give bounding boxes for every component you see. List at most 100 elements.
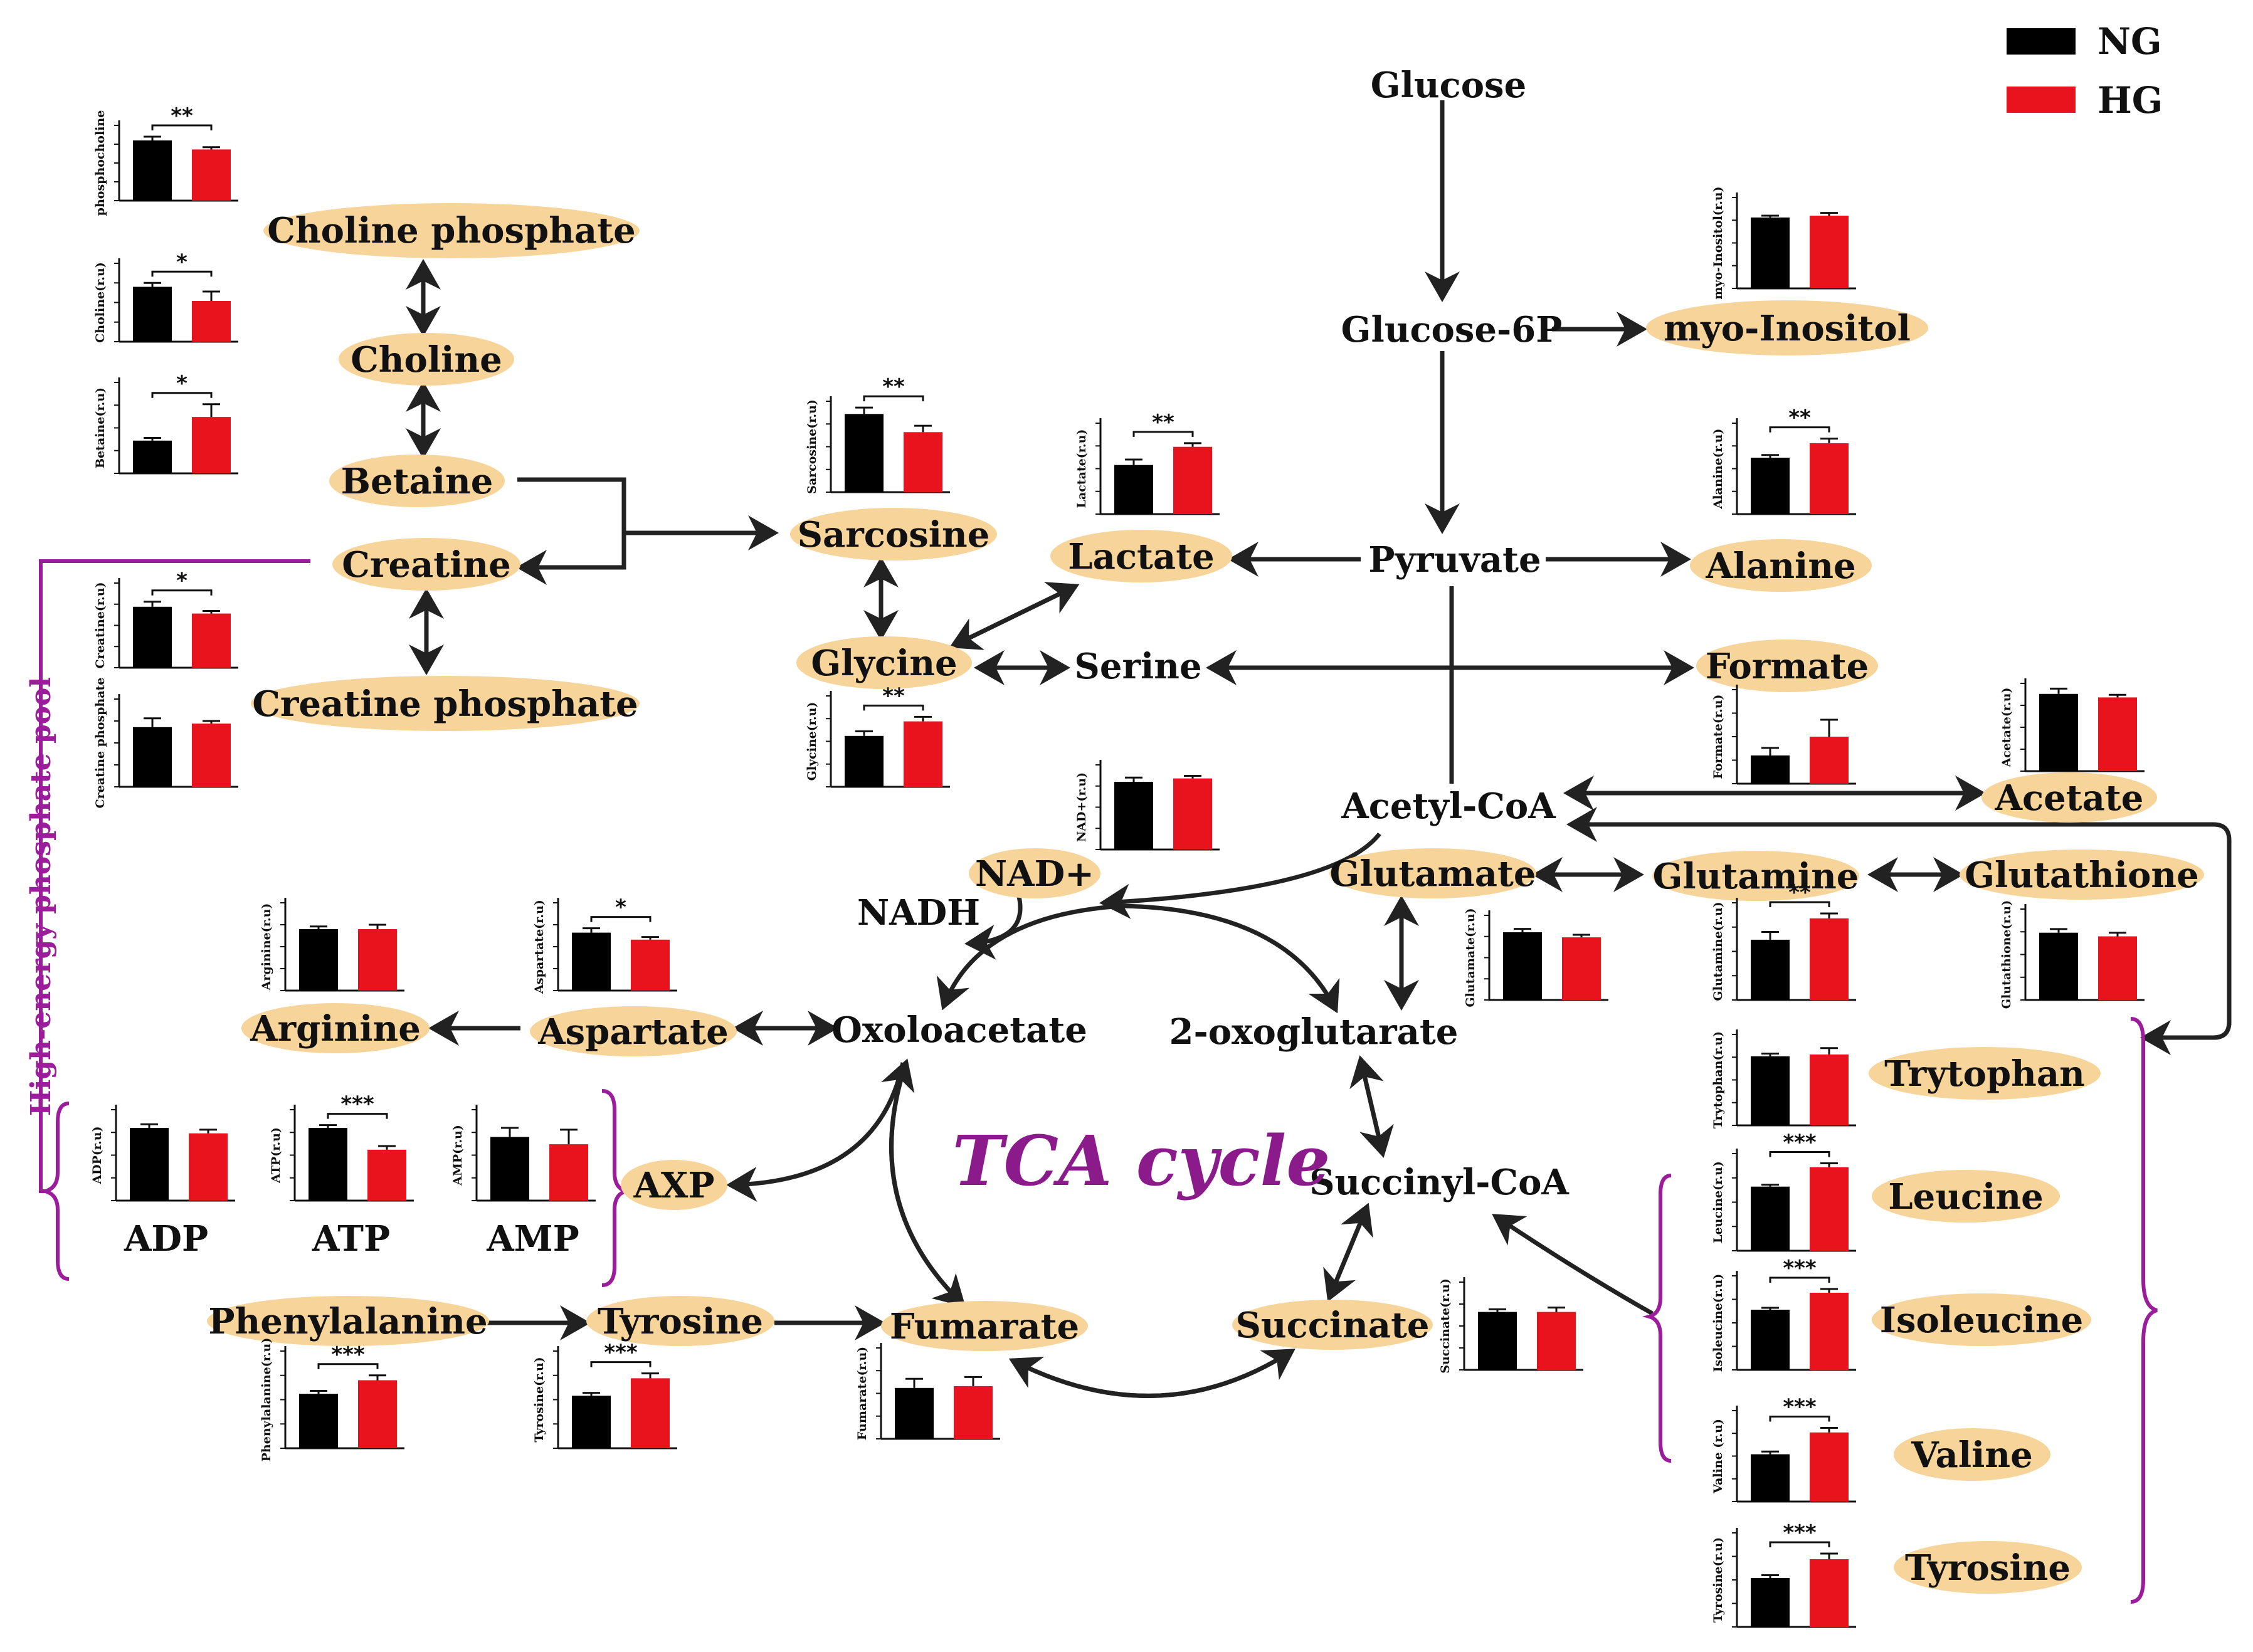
significance-bracket — [863, 704, 924, 711]
bar-ng — [299, 1394, 338, 1448]
bar-ng — [2039, 693, 2078, 771]
node-fumarate: Fumarate — [890, 1306, 1079, 1347]
significance-label: * — [176, 250, 187, 275]
y-axis-label: Glutamine(r.u) — [1711, 902, 1725, 1001]
node-phenylalanine: Phenylalanine — [208, 1301, 487, 1342]
label-serine: Serine — [1074, 646, 1201, 687]
bar-hg — [2098, 697, 2137, 771]
significance-bracket — [1769, 1416, 1830, 1422]
significance-label: ** — [1788, 880, 1811, 905]
significance-bracket — [863, 395, 924, 402]
bar-hg — [192, 613, 231, 668]
bar-hg — [904, 432, 942, 492]
chart-myo_inositol: myo-Inositol(r.u) — [1711, 186, 1856, 300]
significance-label: ** — [171, 103, 193, 129]
significance-label: ** — [1788, 406, 1811, 431]
bar-hg — [631, 1378, 670, 1448]
bar-ng — [2039, 932, 2078, 1000]
significance-label: * — [176, 569, 187, 594]
y-axis-label: Glutathione(r.u) — [2000, 900, 2013, 1009]
chart-amp: AMP(r.u) — [451, 1105, 596, 1202]
node-glutathione: Glutathione — [1965, 855, 2199, 896]
y-axis-label: Betaine(r.u) — [93, 387, 107, 468]
significance-bracket — [590, 1361, 652, 1367]
chart-phosphocholine: phosphocholine** — [93, 103, 238, 216]
node-bg-valine — [1894, 1428, 2050, 1481]
y-axis-label: Isoleucine(r.u) — [1711, 1274, 1725, 1372]
bar-charts: phosphocholine**Choline(r.u)*Betaine(r.u… — [90, 103, 2145, 1628]
bar-hg — [1810, 737, 1849, 784]
significance-bracket — [1769, 1151, 1830, 1157]
chart-sarcosine: Sarcosine(r.u)** — [805, 374, 950, 494]
node-bg-myo-inositol — [1646, 300, 1928, 355]
node-bg-nad — [969, 848, 1100, 898]
chart-fumarate: Fumarate(r.u) — [855, 1343, 1000, 1440]
chart-glycine: Glycine(r.u)** — [805, 683, 950, 788]
y-axis-label: Aspartate(r.u) — [532, 900, 546, 994]
bar-ng — [1751, 1454, 1790, 1502]
y-axis-label: Alanine(r.u) — [1711, 429, 1725, 510]
bar-ng — [133, 140, 172, 201]
bar-ng — [133, 440, 172, 473]
node-bg-creatine — [332, 538, 520, 591]
y-axis-label: AMP(r.u) — [451, 1125, 465, 1186]
bar-ng — [572, 1396, 611, 1448]
node-bg-aspartate — [530, 1006, 737, 1056]
bar-hg — [954, 1386, 993, 1439]
bar-ng — [1478, 1312, 1517, 1370]
y-axis-label: Succinate(r.u) — [1438, 1278, 1452, 1374]
y-axis-label: Creatine phosphate — [93, 678, 107, 809]
chart-atp: ATP(r.u)*** — [269, 1092, 414, 1202]
bar-ng — [572, 932, 611, 991]
node-formate: Formate — [1706, 646, 1869, 687]
bar-ng — [1751, 458, 1790, 514]
bar-ng — [1751, 1578, 1790, 1627]
bar-hg — [1810, 1167, 1849, 1251]
node-bg-glutamate — [1329, 848, 1536, 898]
node-creatine-phosphate: Creatine phosphate — [252, 683, 638, 725]
significance-bracket — [151, 589, 213, 596]
significance-label: *** — [604, 1340, 638, 1365]
bar-hg — [1810, 1432, 1849, 1502]
bar-hg — [189, 1133, 228, 1201]
node-bg-sarcosine — [790, 508, 997, 560]
node-bg-axp — [621, 1160, 727, 1210]
significance-bracket — [590, 916, 652, 922]
node-aspartate: Aspartate — [537, 1011, 729, 1053]
label-oxoloacetate: Oxoloacetate — [831, 1009, 1087, 1051]
bar-hg — [192, 301, 231, 342]
amino-acid-bracket-right — [2130, 1017, 2158, 1604]
chart-creatine: Creatine(r.u)* — [93, 569, 238, 669]
chart-tyrosine_right: Tyrosine(r.u)*** — [1711, 1520, 1856, 1628]
bar-hg — [358, 1380, 397, 1448]
bar-hg — [904, 721, 942, 787]
node-bg-formate — [1696, 639, 1878, 692]
significance-bracket — [1132, 431, 1194, 437]
node-bg-glycine — [796, 636, 972, 689]
significance-label: *** — [1783, 1395, 1817, 1420]
node-bg-choline — [339, 333, 514, 386]
tca-cycle-title: TCA cycle — [952, 1120, 1331, 1201]
bar-hg — [1810, 1559, 1849, 1627]
label-glucose-6p: Glucose-6P — [1341, 309, 1563, 350]
node-nad: NAD+ — [975, 853, 1094, 895]
node-alanine: Alanine — [1705, 545, 1855, 587]
bar-ng — [1114, 782, 1153, 850]
y-axis-label: NAD+(r.u) — [1075, 772, 1089, 842]
significance-label: * — [615, 895, 626, 920]
node-acetate: Acetate — [1995, 777, 2144, 819]
significance-bracket — [151, 124, 213, 130]
legend-swatch-hg — [2007, 87, 2076, 113]
significance-label: *** — [340, 1092, 374, 1117]
label-glucose: Glucose — [1371, 65, 1526, 106]
y-axis-label: Glutamate(r.u) — [1464, 908, 1477, 1007]
node-bg-lactate — [1050, 530, 1232, 582]
bar-ng — [895, 1387, 934, 1439]
node-valine: Valine — [1911, 1434, 2032, 1476]
node-bg-creatine-phosphate — [251, 676, 640, 731]
bar-ng — [1751, 1056, 1790, 1125]
label-pyruvate: Pyruvate — [1368, 539, 1541, 581]
chart-phenylalanine: Phenylalanine(r.u)*** — [260, 1338, 404, 1461]
bar-hg — [1537, 1312, 1576, 1370]
node-bg-tyrosine-left — [586, 1296, 774, 1346]
